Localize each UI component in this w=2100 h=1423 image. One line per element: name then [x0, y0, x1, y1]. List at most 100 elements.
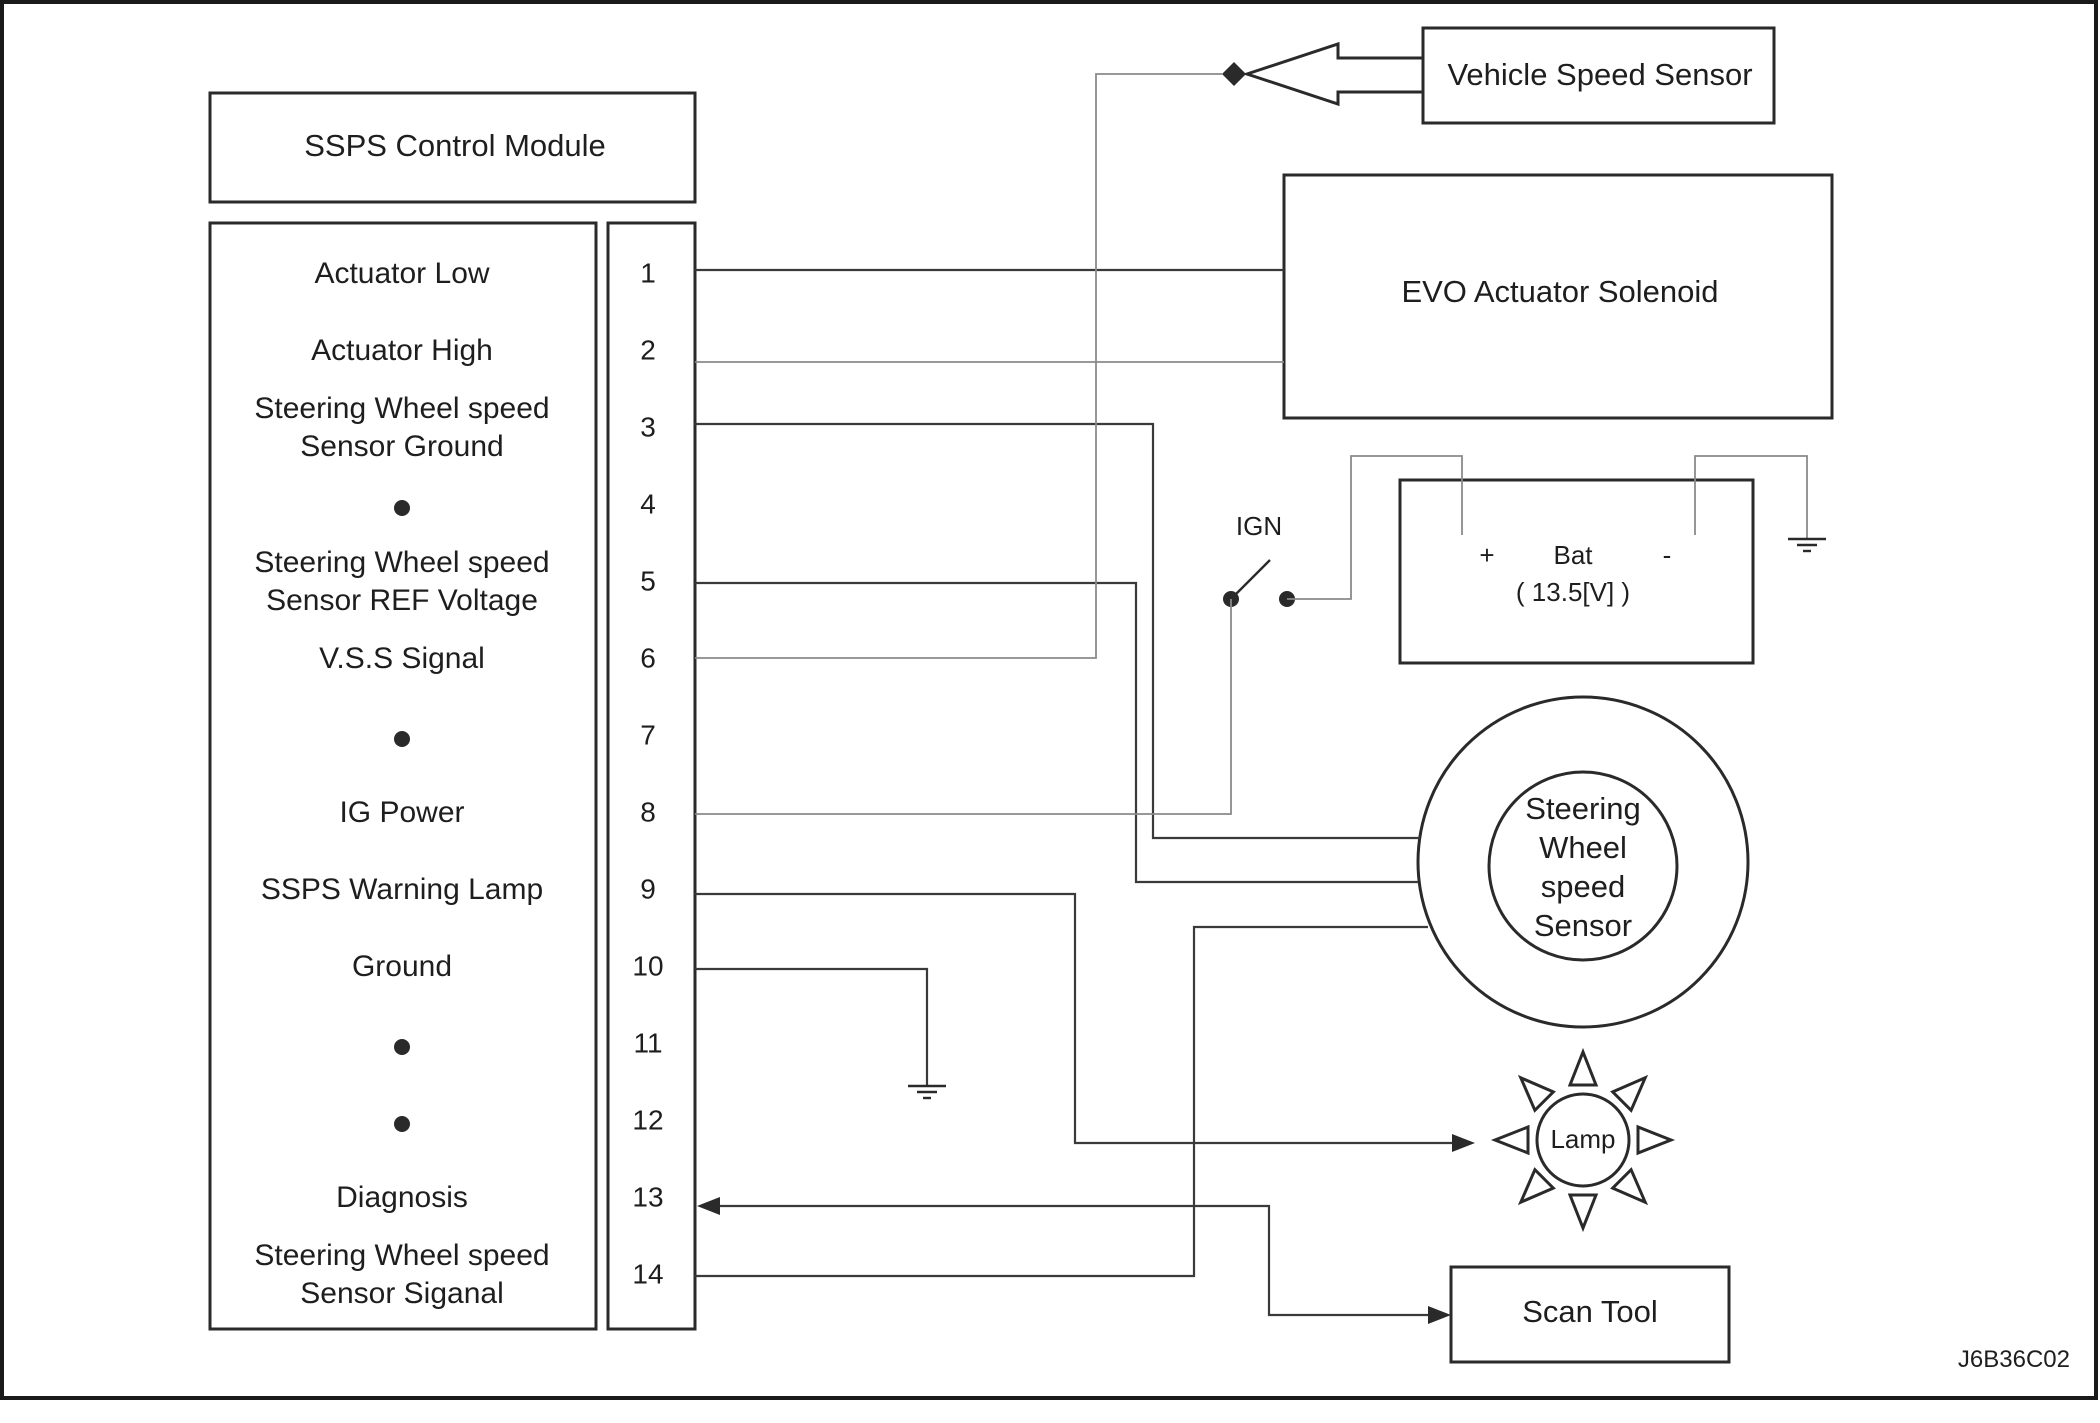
- evo-actuator-solenoid: EVO Actuator Solenoid: [1282, 173, 1834, 420]
- junction-diamond-icon: [1222, 62, 1246, 86]
- pin-row: 6 V.S.S Signal: [319, 642, 656, 675]
- unused-pin-dot-icon: [394, 1039, 410, 1055]
- arrow-to-lamp-icon: [1452, 1134, 1475, 1152]
- vehicle-speed-sensor: Vehicle Speed Sensor: [1222, 26, 1776, 125]
- evo-actuator-label: EVO Actuator Solenoid: [1401, 274, 1718, 309]
- pin-label: Actuator Low: [314, 257, 489, 290]
- signal-arrow-icon: [1242, 41, 1425, 107]
- pin-number: 14: [632, 1258, 663, 1289]
- pin-number: 11: [633, 1027, 662, 1058]
- unused-pin-dot-icon: [394, 731, 410, 747]
- wire-battery-ground: [1694, 455, 1808, 539]
- lamp-ray-icon: [1610, 1074, 1649, 1113]
- vehicle-speed-sensor-label: Vehicle Speed Sensor: [1447, 57, 1752, 92]
- pin-label: V.S.S Signal: [319, 642, 485, 675]
- lamp-ray-icon: [1610, 1167, 1649, 1206]
- pin-number: 1: [640, 257, 656, 288]
- pin-label: Diagnosis: [336, 1181, 468, 1214]
- lamp-ray-icon: [1490, 1124, 1530, 1156]
- wire-pin10: [695, 967, 929, 1086]
- pin-row: 13 Diagnosis: [336, 1181, 663, 1214]
- steering-wheel-speed-sensor: Steering Wheel speed Sensor: [1416, 695, 1750, 1029]
- pin-number: 2: [640, 334, 656, 365]
- ignition-switch: IGN: [1223, 511, 1295, 607]
- battery-plus: +: [1479, 540, 1494, 570]
- battery: + Bat - ( 13.5[V] ): [1398, 478, 1755, 665]
- lamp-ray-icon: [1636, 1124, 1676, 1156]
- battery-voltage: ( 13.5[V] ): [1516, 577, 1630, 607]
- control-module-title: SSPS Control Module: [304, 128, 606, 163]
- lamp-ray-icon: [1567, 1047, 1599, 1087]
- wire-ign-battery: [1287, 455, 1463, 600]
- pin-label: Steering Wheel speed: [254, 1239, 549, 1272]
- wire-pin9: [695, 892, 1462, 1145]
- wire-pin13: [712, 1204, 1436, 1317]
- lamp-ray-icon: [1517, 1167, 1556, 1206]
- unused-pin-dot-icon: [394, 1116, 410, 1132]
- pin-number: 12: [632, 1104, 663, 1135]
- warning-lamp: Lamp: [1490, 1047, 1676, 1233]
- pin-number: 7: [640, 719, 656, 750]
- pin-label: Sensor Ground: [300, 430, 503, 463]
- switch-arm-icon: [1235, 559, 1271, 595]
- pin-row: 4: [394, 488, 656, 519]
- arrow-to-scan-tool-icon: [1428, 1306, 1451, 1324]
- pin-label: Ground: [352, 950, 452, 983]
- steering-sensor-line-2: Wheel: [1539, 830, 1627, 865]
- wire-pin6: [695, 73, 1222, 659]
- pin-row: 10 Ground: [352, 950, 664, 983]
- lamp-label: Lamp: [1550, 1124, 1615, 1154]
- pin-number: 9: [640, 873, 656, 904]
- steering-sensor-line-4: Sensor: [1534, 908, 1632, 943]
- lamp-ray-icon: [1517, 1074, 1556, 1113]
- ign-label: IGN: [1236, 511, 1282, 541]
- steering-sensor-line-3: speed: [1541, 869, 1625, 904]
- pin-label-column: [208, 221, 598, 1331]
- pin-row: 11: [394, 1027, 663, 1058]
- pin-number: 4: [640, 488, 656, 519]
- pin-number: 13: [632, 1181, 663, 1212]
- pin-number-column: [606, 221, 697, 1331]
- pin-number: 10: [632, 950, 663, 981]
- ground-icon: [1788, 537, 1826, 553]
- arrow-to-module-icon: [697, 1197, 720, 1215]
- wire-pin3: [695, 422, 1420, 840]
- pin-row: 12: [394, 1104, 664, 1135]
- wire-pin14: [695, 925, 1428, 1278]
- pin-label: Steering Wheel speed: [254, 392, 549, 425]
- pin-label: Steering Wheel speed: [254, 546, 549, 579]
- pin-row: 9 SSPS Warning Lamp: [261, 873, 656, 906]
- scan-tool: Scan Tool: [1449, 1265, 1731, 1364]
- steering-sensor-line-1: Steering: [1525, 791, 1640, 826]
- scan-tool-label: Scan Tool: [1522, 1294, 1658, 1329]
- figure-code: J6B36C02: [1958, 1346, 2070, 1373]
- lamp-ray-icon: [1567, 1193, 1599, 1233]
- battery-name: Bat: [1553, 540, 1593, 570]
- pin-label: Sensor Siganal: [300, 1277, 503, 1310]
- pin-number: 5: [640, 565, 656, 596]
- pin-number: 6: [640, 642, 656, 673]
- wires: [695, 73, 1808, 1317]
- wire-pin5: [695, 581, 1418, 884]
- control-module-title-box: SSPS Control Module: [208, 91, 697, 204]
- pin-row: 2 Actuator High: [311, 334, 656, 367]
- pin-label: Sensor REF Voltage: [266, 584, 538, 617]
- lamp-bulb-icon: [1535, 1092, 1631, 1188]
- battery-minus: -: [1663, 540, 1672, 570]
- pin-number: 3: [640, 411, 656, 442]
- pin-label: SSPS Warning Lamp: [261, 873, 543, 906]
- pin-row: 1 Actuator Low: [314, 257, 655, 290]
- pin-label: Actuator High: [311, 334, 493, 367]
- pin-number: 8: [640, 796, 656, 827]
- ground-icon: [908, 1084, 946, 1100]
- pin-row: 7: [394, 719, 656, 750]
- unused-pin-dot-icon: [394, 500, 410, 516]
- pin-label: IG Power: [339, 796, 464, 829]
- pin-row: 8 IG Power: [339, 796, 655, 829]
